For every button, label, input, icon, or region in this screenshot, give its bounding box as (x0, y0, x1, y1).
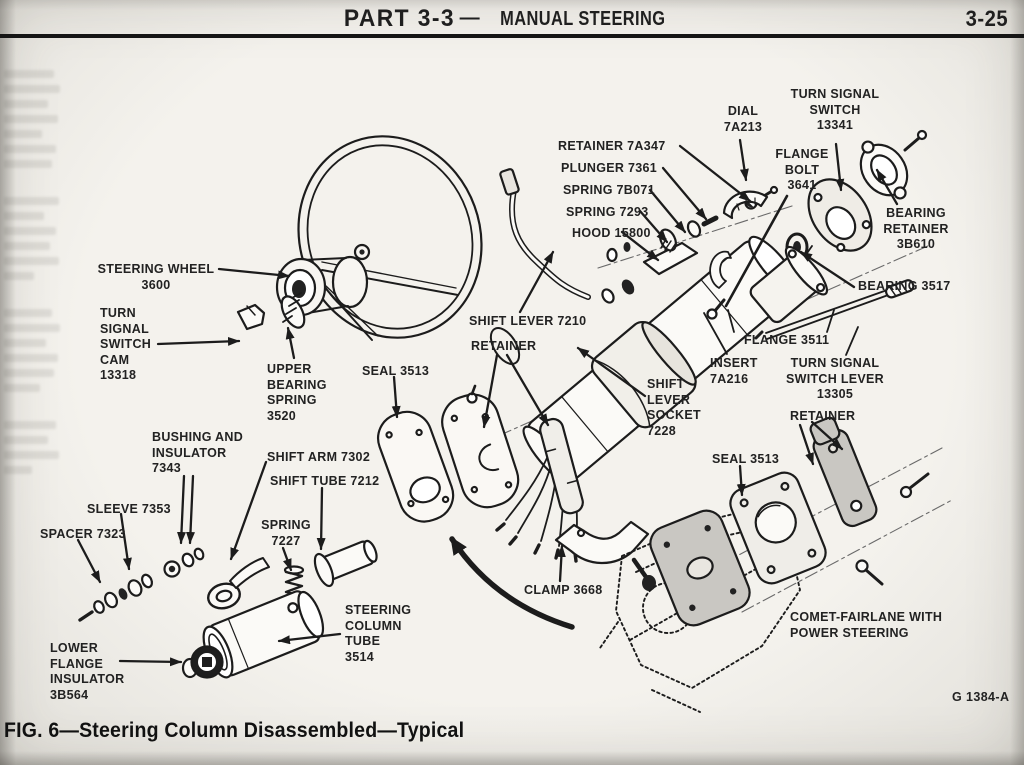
header-title-group: PART 3-3— MANUAL STEERING (0, 5, 1024, 33)
header-section-title: MANUAL STEERING (499, 8, 666, 30)
label-retainer-upper: RETAINER (471, 339, 537, 353)
label-flange-bolt-3641: FLANGE BOLT 3641 (775, 147, 829, 192)
label-bearing-3517: BEARING 3517 (858, 279, 951, 293)
bearing-drawing (785, 232, 809, 262)
label-steering-wheel-3600: STEERING WHEEL 3600 (97, 262, 215, 292)
page-header: PART 3-3— MANUAL STEERING 3-25 (0, 5, 1024, 33)
dial-drawing (722, 190, 769, 220)
label-flange-3511: FLANGE 3511 (744, 333, 830, 347)
label-bearing-retainer-3b610: BEARING RETAINER 3B610 (883, 206, 949, 251)
label-clamp-3668: CLAMP 3668 (524, 583, 603, 597)
label-spring-7227: SPRING 7227 (261, 518, 311, 548)
label-shift-lever-7210: SHIFT LEVER 7210 (469, 314, 587, 328)
cam-and-spring-drawing (236, 292, 306, 331)
variant-note: COMET-FAIRLANE WITH POWER STEERING (790, 610, 943, 640)
label-spacer-7323: SPACER 7323 (40, 527, 126, 541)
label-shift-tube-7212: SHIFT TUBE 7212 (270, 474, 380, 488)
label-dial-7a213: DIAL 7A213 (723, 104, 763, 134)
label-plunger-7361: PLUNGER 7361 (561, 161, 657, 175)
bearing-retainer-drawing (859, 129, 928, 200)
wiring-harness (495, 457, 578, 563)
figure-code: G 1384-A (952, 690, 1010, 704)
header-rule (0, 34, 1024, 38)
label-retainer-lower: RETAINER (790, 409, 856, 423)
label-shift-arm-7302: SHIFT ARM 7302 (267, 450, 371, 464)
label-retainer-7a347: RETAINER 7A347 (558, 139, 666, 153)
label-insert-7a216: INSERT 7A216 (710, 356, 758, 386)
flange-drawing (709, 245, 829, 324)
page-number: 3-25 (965, 6, 1008, 31)
label-turn-signal-switch-lever-13305: TURN SIGNAL SWITCH LEVER 13305 (785, 356, 885, 401)
centerlines (454, 205, 953, 613)
figure-caption: FIG. 6—Steering Column Disassembled—Typi… (4, 719, 465, 742)
label-shift-lever-socket-7228: SHIFT LEVER SOCKET 7228 (647, 377, 701, 438)
label-bushing-and-insulator-7343: BUSHING AND INSULATOR 7343 (152, 430, 244, 475)
label-hood-15800: HOOD 15800 (572, 226, 651, 240)
label-spring-7293: SPRING 7293 (566, 205, 649, 219)
label-turn-signal-switch-13341: TURN SIGNAL SWITCH 13341 (790, 87, 880, 132)
lower-column-parts-drawing (78, 539, 378, 679)
header-part-number: PART 3-3 (343, 5, 455, 32)
bleed-through-text (4, 66, 64, 477)
clamp-drawing (554, 520, 656, 591)
label-seal-3513-left: SEAL 3513 (362, 364, 430, 378)
label-turn-signal-switch-cam-13318: TURN SIGNAL SWITCH CAM 13318 (100, 306, 152, 382)
seal-plates-drawing (377, 384, 584, 523)
label-spring-7b071: SPRING 7B071 (563, 183, 655, 197)
leader-arrows (76, 138, 899, 667)
label-seal-3513-right: SEAL 3513 (712, 452, 780, 466)
label-steering-column-tube-3514: STEERING COLUMN TUBE 3514 (345, 603, 412, 664)
label-sleeve-7353: SLEEVE 7353 (87, 502, 171, 516)
header-separator: — (459, 7, 480, 29)
label-upper-bearing-spring-3520: UPPER BEARING SPRING 3520 (267, 362, 327, 423)
label-lower-flange-insulator-3b564: LOWER FLANGE INSULATOR 3B564 (50, 641, 125, 702)
